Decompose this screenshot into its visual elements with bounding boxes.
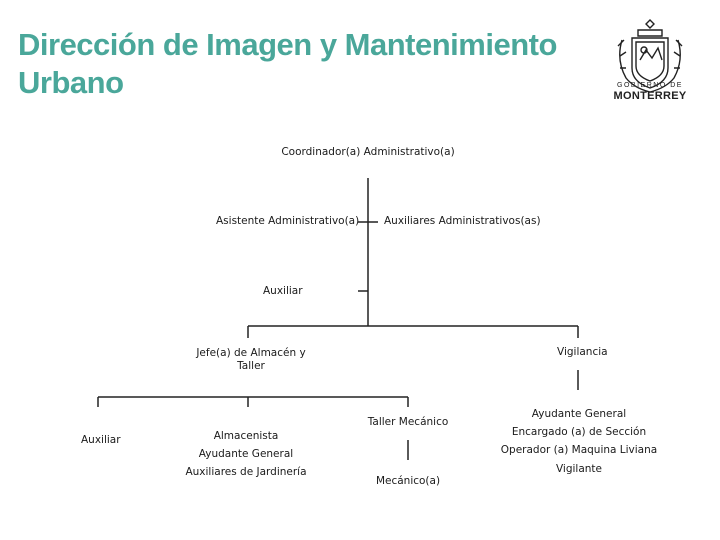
node-jefe-almacen: Jefe(a) de Almacén y Taller [188, 347, 314, 373]
node-operador-maquina: Operador (a) Maquina Liviana [500, 444, 658, 456]
node-ayudante-general-left: Ayudante General [198, 448, 294, 460]
node-jefe-line-1: Jefe(a) de Almacén y [196, 347, 306, 359]
node-taller-mecanico: Taller Mecánico [367, 416, 449, 428]
node-coordinador: Coordinador(a) Administrativo(a) [281, 146, 455, 158]
node-vigilancia: Vigilancia [557, 346, 608, 358]
monterrey-crest-icon [617, 19, 683, 93]
logo-big-text: MONTERREY [613, 90, 687, 102]
node-jefe-line-2: Taller [237, 360, 265, 372]
node-auxiliares-jardineria: Auxiliares de Jardinería [185, 466, 307, 478]
page-title: Dirección de Imagen y Mantenimiento Urba… [18, 26, 608, 102]
node-ayudante-general-right: Ayudante General [531, 408, 627, 420]
node-vigilante: Vigilante [555, 463, 603, 475]
node-auxiliares-admin: Auxiliares Administrativos(as) [384, 215, 541, 227]
node-auxiliar-bottom: Auxiliar [81, 434, 121, 446]
node-asistente: Asistente Administrativo(a) [216, 215, 360, 227]
node-encargado-seccion: Encargado (a) de Sección [511, 426, 647, 438]
title-line-1: Dirección de Imagen y Mantenimiento [18, 27, 557, 62]
node-auxiliar-top: Auxiliar [263, 285, 303, 297]
node-almacenista: Almacenista [213, 430, 279, 442]
node-mecanico: Mecánico(a) [375, 475, 441, 487]
title-line-2: Urbano [18, 65, 124, 100]
logo-small-text: GOBIERNO DE [617, 82, 683, 89]
